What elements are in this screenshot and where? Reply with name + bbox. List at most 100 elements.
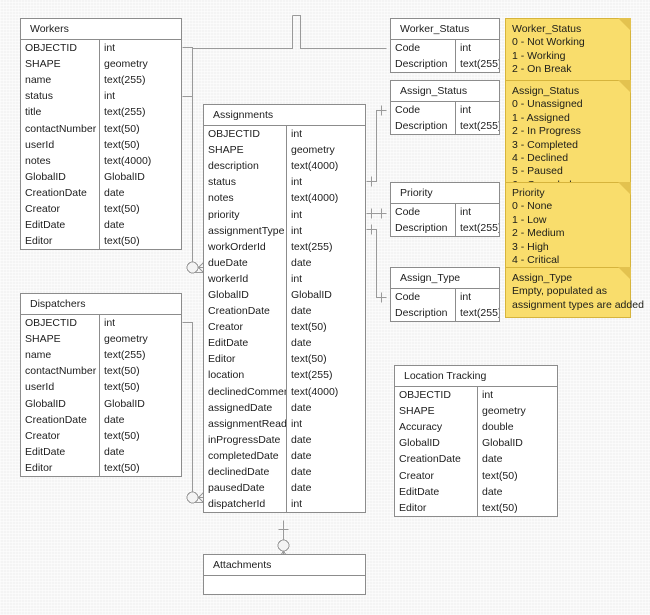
field-name: workOrderId — [208, 240, 266, 253]
field-name: CreationDate — [399, 453, 461, 466]
field-type: date — [482, 453, 503, 466]
field-type: text(50) — [482, 469, 518, 482]
field-name: Description — [395, 222, 448, 235]
field-name: Creator — [25, 429, 61, 442]
field-name: SHAPE — [399, 405, 435, 418]
field-type: int — [291, 272, 303, 285]
field-type: int — [291, 417, 303, 430]
field-type: date — [104, 413, 125, 426]
field-type: date — [291, 433, 312, 446]
note-fold-icon — [618, 182, 631, 195]
field-name: GlobalID — [208, 288, 249, 301]
field-type: text(50) — [291, 321, 327, 334]
field-type: text(255) — [104, 74, 146, 87]
note-line: 0 - None — [512, 200, 553, 213]
note-assign-type-title: Assign_Type — [512, 272, 573, 284]
field-type: int — [291, 224, 303, 237]
field-type: double — [482, 421, 514, 434]
field-name: status — [25, 90, 54, 103]
field-type: int — [460, 42, 472, 55]
field-name: Editor — [208, 353, 236, 366]
field-name: Editor — [25, 235, 53, 248]
field-type: geometry — [104, 58, 148, 71]
field-type: int — [460, 206, 472, 219]
field-name: assignmentRead — [208, 417, 286, 430]
field-name: CreationDate — [208, 305, 270, 318]
field-row: notes text(4000) — [204, 190, 365, 206]
field-type: text(50) — [104, 138, 140, 151]
field-type: int — [104, 42, 116, 55]
field-type: text(4000) — [291, 192, 339, 205]
field-type: text(50) — [482, 501, 518, 514]
field-name: priority — [208, 208, 240, 221]
field-type: text(255) — [291, 369, 333, 382]
field-row: inProgressDate date — [204, 432, 365, 448]
field-type: date — [291, 337, 312, 350]
entity-priority-title: Priority — [391, 183, 499, 204]
field-type: date — [291, 449, 312, 462]
field-name: assignedDate — [208, 401, 273, 414]
entity-assign-type-title: Assign_Type — [391, 268, 499, 289]
field-name: Code — [395, 42, 421, 55]
field-name: contactNumber — [25, 365, 97, 378]
field-name: status — [208, 176, 237, 189]
entity-workers-title: Workers — [21, 19, 181, 40]
note-line: 3 - High — [512, 240, 549, 253]
field-name: Code — [395, 104, 421, 117]
field-name: EditDate — [208, 337, 249, 350]
field-type: text(4000) — [291, 160, 339, 173]
field-name: notes — [208, 192, 234, 205]
field-type: GlobalID — [104, 170, 145, 183]
note-line: assignment types are added — [512, 298, 644, 311]
field-name: inProgressDate — [208, 433, 281, 446]
field-type: int — [291, 498, 303, 511]
note-worker-status-title: Worker_Status — [512, 23, 582, 35]
field-name: GlobalID — [25, 170, 66, 183]
field-row: Code int — [391, 40, 499, 56]
note-fold-icon — [618, 18, 631, 31]
note-line: 1 - Working — [512, 49, 566, 62]
field-name: Accuracy — [399, 421, 443, 434]
note-line: 0 - Not Working — [512, 36, 585, 49]
field-name: EditDate — [25, 445, 66, 458]
field-name: Creator — [208, 321, 244, 334]
field-type: date — [291, 466, 312, 479]
field-name: name — [25, 74, 52, 87]
entity-attachments[interactable]: Attachments — [203, 554, 366, 595]
field-name: EditDate — [25, 219, 66, 232]
